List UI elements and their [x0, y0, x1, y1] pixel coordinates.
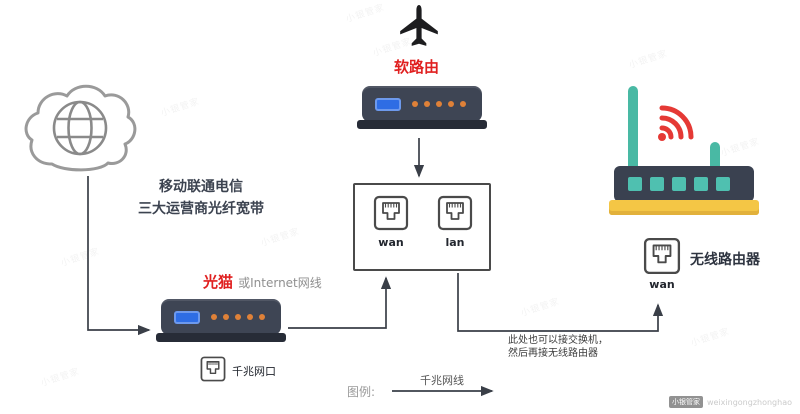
antenna-right-icon [710, 142, 720, 178]
watermark: 小银管家 [519, 296, 562, 319]
credit-handle: weixingongzhonghao [706, 397, 792, 407]
switch-note: 此处也可以接交换机， 然后再接无线路由器 [508, 334, 608, 360]
wan-port-icon [373, 195, 409, 231]
modem-caption: 光猫 或Internet网线 [203, 271, 322, 292]
wireless-wan-label: wan [649, 278, 675, 291]
modem-base [156, 333, 286, 342]
soft-router-body [362, 86, 482, 122]
globe-icon [52, 100, 108, 156]
isp-line-2: 三大运营商光纤宽带 [138, 201, 264, 217]
modem-sublabel: 或Internet网线 [238, 276, 322, 290]
router-led [375, 97, 401, 111]
watermark: 小银管家 [344, 2, 387, 25]
watermark: 小银管家 [259, 226, 302, 249]
modem-label: 光猫 [203, 273, 234, 291]
watermark: 小银管家 [39, 366, 82, 389]
wireless-router-base [609, 200, 759, 215]
watermark: 小银管家 [689, 326, 732, 349]
isp-line-1: 移动联通电信 [159, 179, 243, 195]
lan-port-icon [437, 195, 473, 231]
soft-router-base [357, 120, 487, 129]
wireless-router [609, 86, 760, 230]
watermark: 小银管家 [159, 96, 202, 119]
watermark: 小银管家 [627, 48, 670, 71]
modem-led [174, 310, 200, 324]
antenna-left-icon [628, 86, 638, 178]
switch-note-line-1: 此处也可以接交换机， [508, 335, 608, 346]
modem-body [161, 299, 281, 335]
wan-port: wan [371, 195, 411, 249]
lan-port: lan [435, 195, 475, 249]
legend-cable-label: 千兆网线 [420, 374, 464, 387]
isp-text: 移动联通电信 三大运营商光纤宽带 [110, 176, 292, 220]
wifi-signal-icon [658, 105, 694, 141]
wireless-wan-port-icon [643, 237, 681, 275]
gigabit-port-label: 千兆网口 [232, 365, 276, 378]
airplane-icon [400, 5, 438, 46]
soft-router-label: 软路由 [394, 58, 440, 76]
soft-router-device [357, 86, 487, 129]
modem-status-dots [211, 314, 265, 320]
watermark: 小银管家 [59, 246, 102, 269]
credit-badge: 小银管家 [668, 396, 703, 408]
credit-watermark: 小银管家 weixingongzhonghao [668, 396, 792, 408]
wireless-router-body [614, 166, 754, 202]
wireless-router-label: 无线路由器 [690, 252, 760, 268]
switch-note-line-2: 然后再接无线路由器 [508, 348, 598, 359]
lan-port-label: lan [445, 236, 465, 249]
legend-title: 图例: [347, 385, 376, 399]
gigabit-port-icon [200, 356, 226, 382]
router-status-dots [412, 101, 466, 107]
router-ports-box: wan lan [353, 183, 491, 271]
internet-cloud-icon [24, 84, 137, 172]
wan-port-label: wan [378, 236, 404, 249]
modem-device [156, 299, 286, 342]
